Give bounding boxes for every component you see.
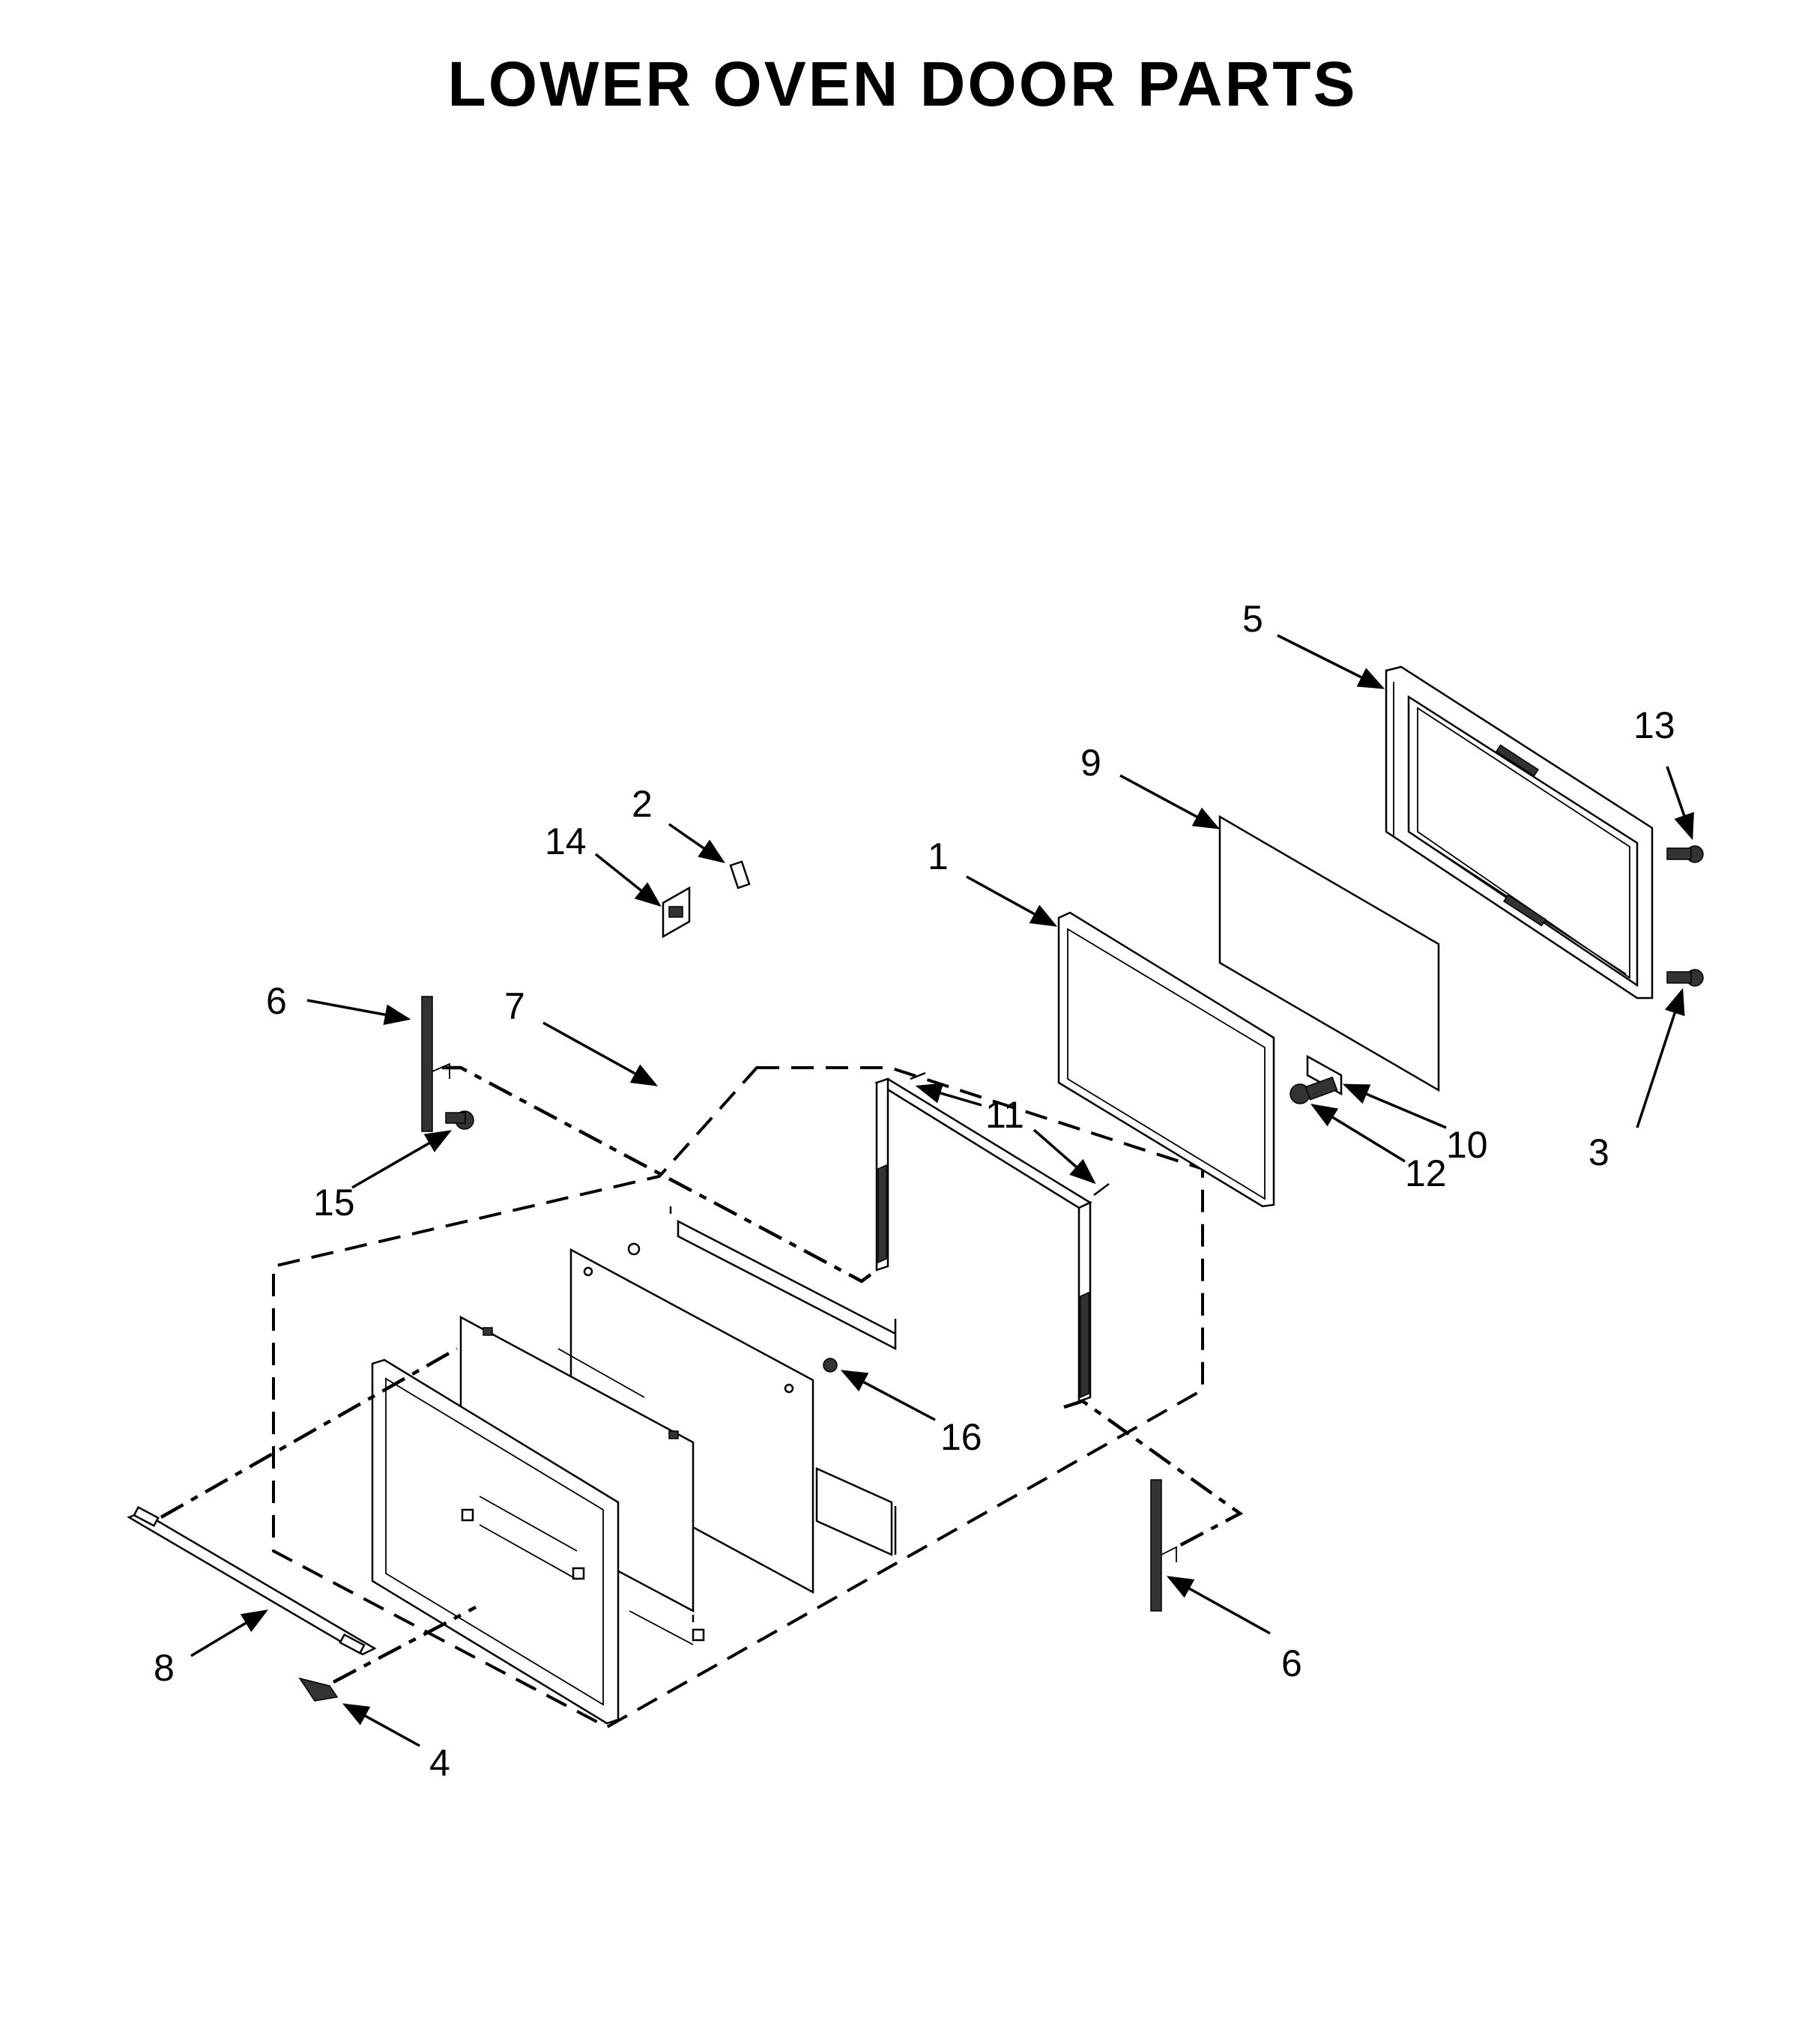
leader-1	[966, 875, 1058, 927]
callout-9: 9	[1080, 742, 1101, 784]
leader-8	[190, 1609, 269, 1657]
alignment-line-hinge-left	[442, 1065, 878, 1283]
leader-4	[342, 1703, 420, 1747]
leader-5	[1277, 634, 1385, 689]
leader-7	[542, 1021, 659, 1086]
part-5-door-liner	[1385, 665, 1654, 1000]
leader-6-bottom	[1166, 1576, 1271, 1635]
diagram-title: LOWER OVEN DOOR PARTS	[447, 49, 1358, 119]
outer-door-panel	[371, 1358, 620, 1725]
callout-16: 16	[940, 1416, 982, 1458]
part-12-screw	[1289, 1076, 1338, 1104]
leader-14	[594, 853, 662, 907]
part-11-door-frame	[874, 1071, 1110, 1403]
leader-6-top	[306, 999, 411, 1026]
callout-5: 5	[1242, 598, 1263, 640]
part-8-door-handle	[127, 1505, 377, 1656]
callout-10: 10	[1446, 1124, 1488, 1166]
alignment-line-hinge-right	[1063, 1399, 1244, 1549]
part-16-grommet	[823, 1358, 838, 1373]
leader-9	[1119, 774, 1221, 829]
callout-2: 2	[632, 783, 653, 825]
callout-3: 3	[1588, 1131, 1609, 1173]
part-4-handle-screws	[298, 1677, 339, 1702]
leader-13	[1666, 766, 1694, 841]
leader-2	[668, 823, 725, 863]
callout-4: 4	[429, 1742, 450, 1784]
callout-11: 11	[985, 1094, 1024, 1136]
leader-3	[1636, 988, 1685, 1128]
glass-bumper	[627, 1242, 641, 1256]
callout-14: 14	[545, 820, 587, 862]
part-6-hinge-right	[1150, 1479, 1177, 1612]
part-15-screw	[445, 1110, 474, 1130]
alignment-line-handle-left	[160, 1347, 459, 1519]
leader-15	[351, 1130, 453, 1189]
vent-strip-upper	[677, 1219, 897, 1351]
part-14-bracket	[662, 886, 691, 939]
part-13-screw	[1666, 845, 1704, 863]
leader-12	[1310, 1104, 1406, 1163]
callout-1: 1	[928, 835, 949, 877]
vent-strip-lower	[815, 1467, 893, 1556]
callout-7: 7	[504, 985, 525, 1027]
part-3-screw	[1666, 969, 1704, 987]
leader-16	[840, 1370, 936, 1421]
leader-10	[1342, 1083, 1447, 1129]
part-1-glass-pack-frame	[1057, 911, 1275, 1208]
part-6-hinge-left	[421, 996, 450, 1132]
callout-6-bottom: 6	[1281, 1642, 1302, 1684]
part-2-clip	[729, 860, 751, 889]
callout-12: 12	[1405, 1152, 1447, 1194]
door-assembly-outline	[272, 1066, 1204, 1729]
part-9-inner-glass	[1218, 814, 1440, 1092]
leader-11-right	[1032, 1128, 1096, 1185]
callout-13: 13	[1633, 704, 1675, 746]
callout-8: 8	[154, 1647, 175, 1689]
callout-15: 15	[313, 1182, 355, 1224]
leader-11-left	[915, 1083, 982, 1107]
callout-6-top: 6	[266, 980, 287, 1022]
